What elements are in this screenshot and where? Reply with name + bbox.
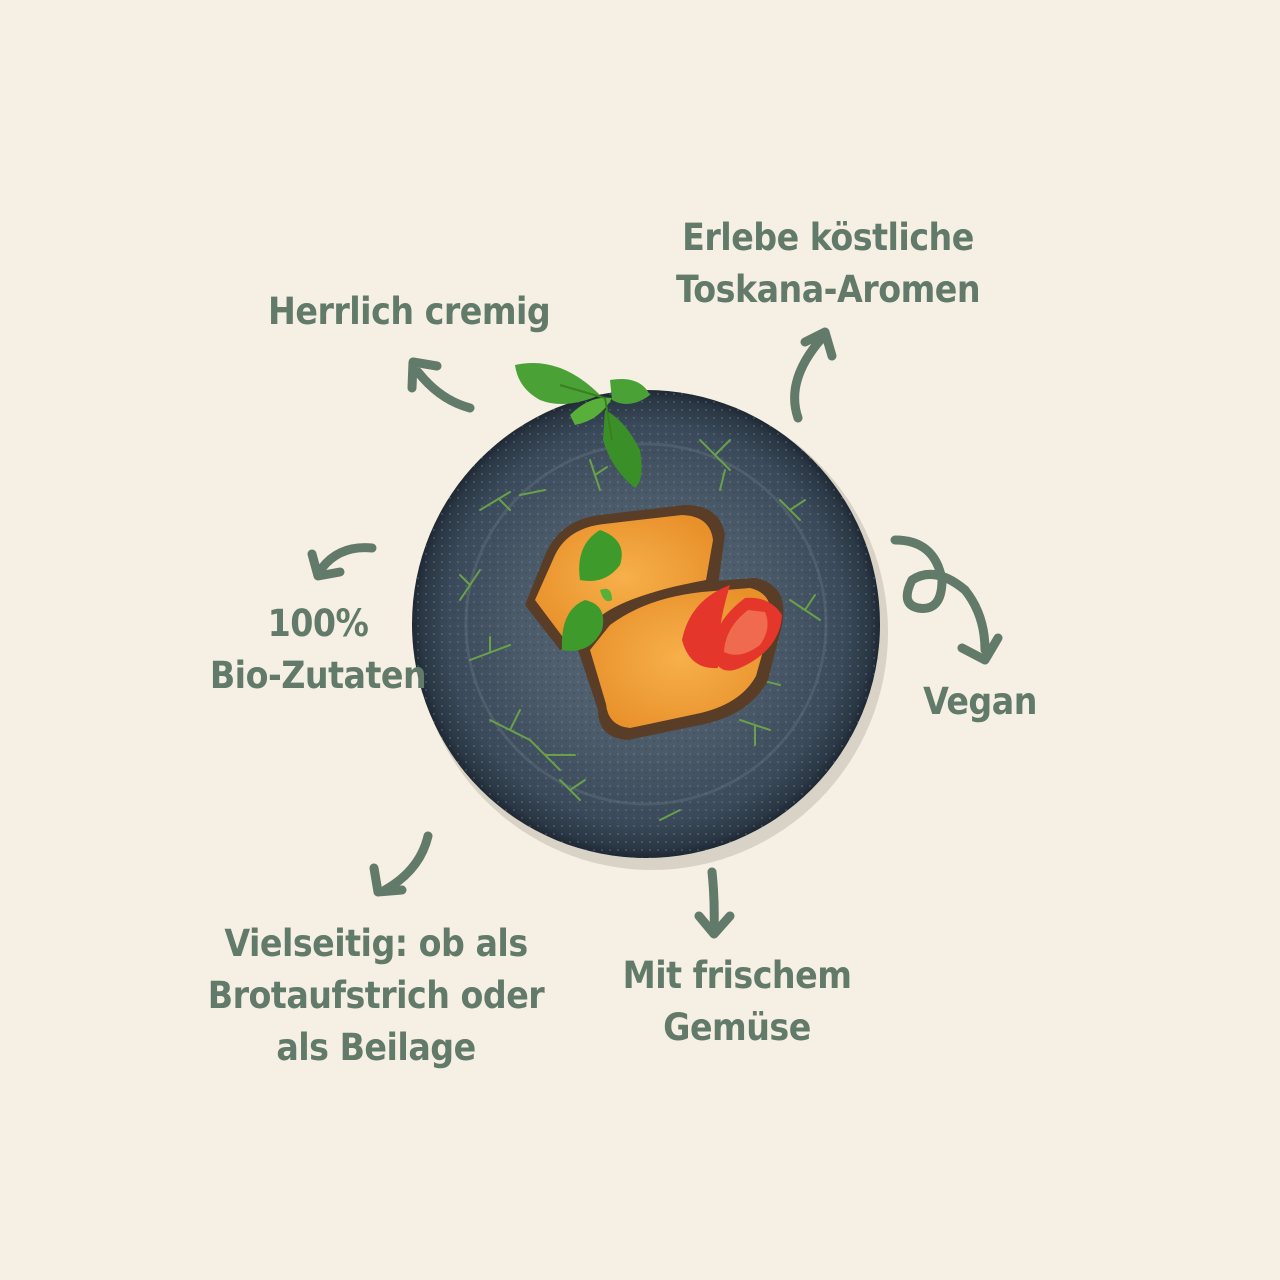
label-versatile-line2: Brotaufstrich oder	[207, 974, 545, 1017]
label-vegetables: Mit frischem Gemüse	[612, 950, 862, 1054]
label-creamy-text: Herrlich cremig	[268, 290, 551, 333]
label-versatile-line3: als Beilage	[276, 1026, 476, 1069]
tomato-slices	[682, 585, 782, 671]
arrow-icon	[890, 535, 1003, 665]
basil-garnish-large	[515, 363, 650, 488]
label-organic: 100% Bio-Zutaten	[200, 598, 436, 702]
arrow-icon	[307, 543, 377, 581]
label-vegan-text: Vegan	[923, 680, 1037, 723]
arrow-icon	[369, 831, 433, 897]
label-versatile-line1: Vielseitig: ob als	[224, 922, 528, 965]
basil-garnish-small	[561, 530, 622, 651]
label-vegan: Vegan	[915, 676, 1045, 728]
arrow-icon	[790, 327, 837, 423]
arrow-icon	[407, 357, 475, 413]
arrow-icon	[694, 867, 735, 939]
label-aromas: Erlebe köstliche Toskana-Aromen	[665, 212, 991, 316]
label-versatile: Vielseitig: ob als Brotaufstrich oder al…	[200, 918, 552, 1074]
label-aromas-line1: Erlebe köstliche	[682, 216, 974, 259]
label-organic-line1: 100%	[267, 602, 369, 645]
label-organic-line2: Bio-Zutaten	[209, 654, 427, 697]
label-aromas-line2: Toskana-Aromen	[675, 268, 981, 311]
label-vegetables-line1: Mit frischem	[622, 954, 852, 997]
label-vegetables-line2: Gemüse	[663, 1006, 811, 1049]
label-creamy: Herrlich cremig	[268, 286, 551, 338]
